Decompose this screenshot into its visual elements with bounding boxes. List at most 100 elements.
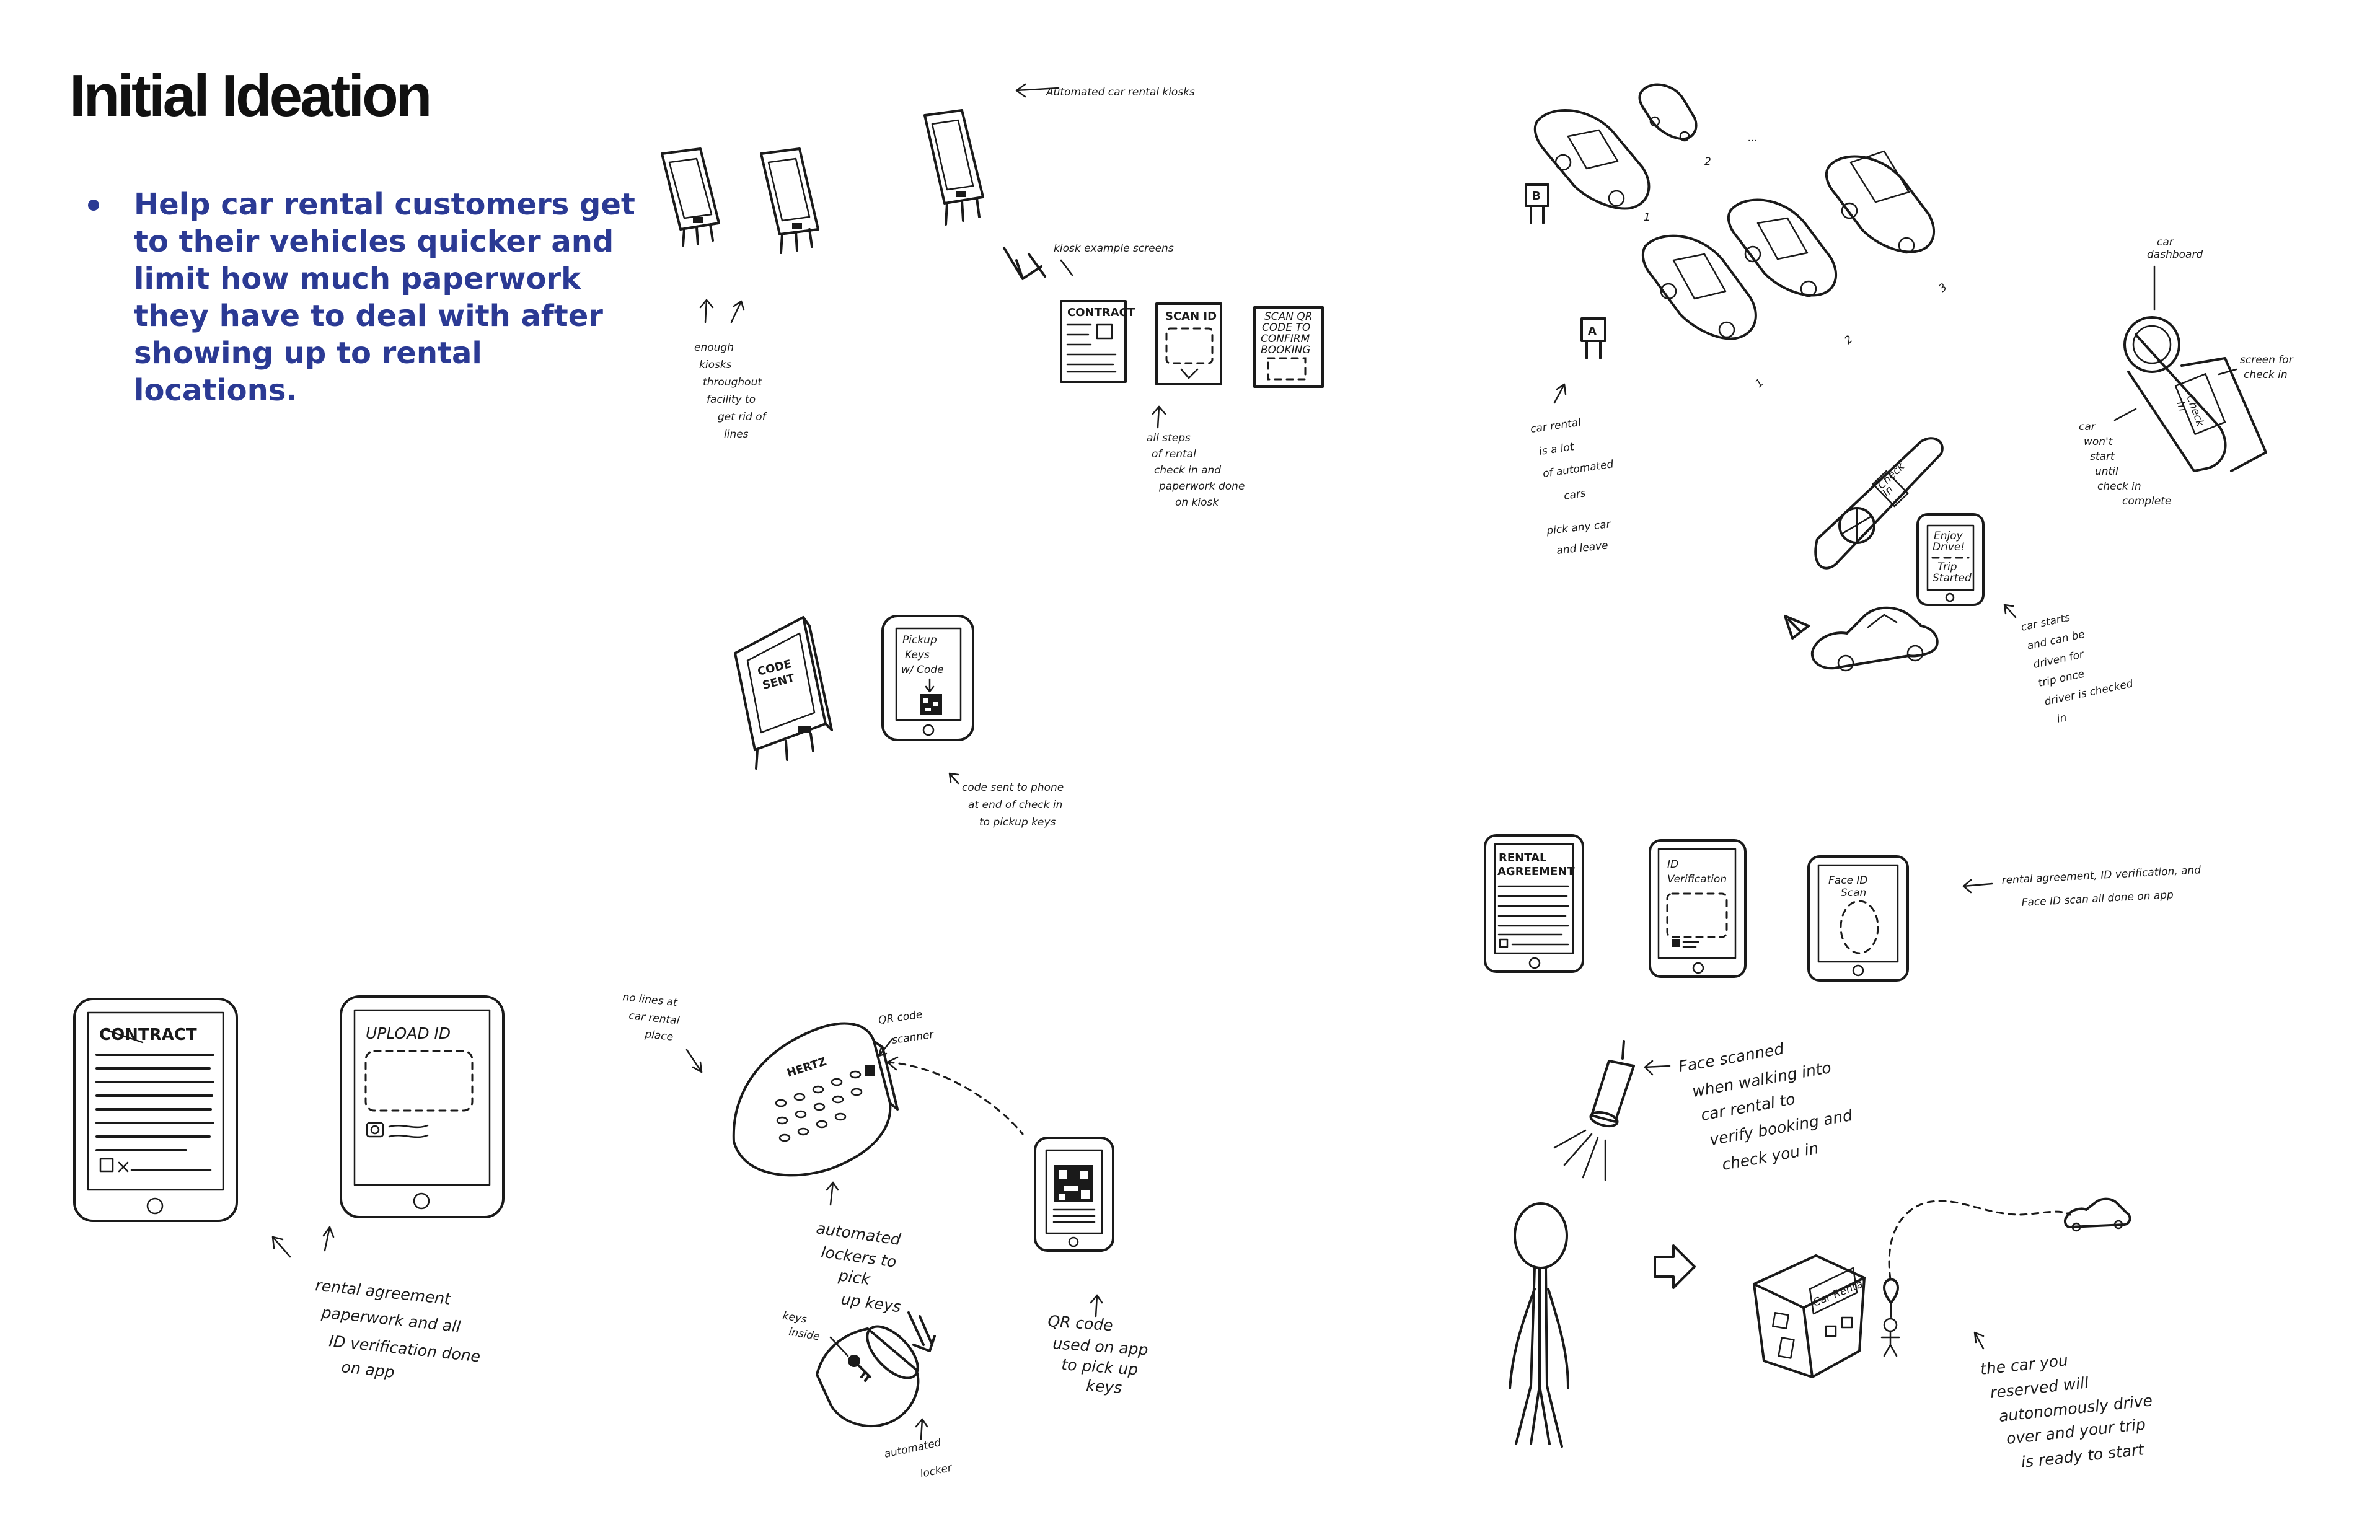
car-drawing <box>1641 234 1757 340</box>
location-pin-icon <box>1883 1278 1899 1318</box>
page-title: Initial Ideation <box>69 63 432 129</box>
svg-text:start: start <box>2090 451 2115 463</box>
svg-text:CONTRACT: CONTRACT <box>99 1026 197 1044</box>
car-drawing <box>1533 108 1651 210</box>
svg-text:car starts: car starts <box>2020 612 2071 634</box>
svg-text:lines: lines <box>724 428 749 441</box>
svg-text:SCAN QR: SCAN QR <box>1264 310 1313 323</box>
svg-text:up keys: up keys <box>840 1290 902 1316</box>
svg-text:the car you: the car you <box>1980 1351 2069 1378</box>
svg-text:SCAN ID: SCAN ID <box>1165 310 1217 323</box>
car-drawing <box>2064 1197 2131 1232</box>
svg-text:is ready to start: is ready to start <box>2021 1440 2146 1471</box>
car-drawing <box>1727 198 1837 297</box>
stick-figure-drawing <box>1880 1318 1900 1357</box>
lockers-note: automated lockers to pick up keys <box>815 1219 902 1316</box>
svg-text:ID: ID <box>1667 858 1678 871</box>
kiosk-drawing <box>760 147 819 254</box>
kiosk-screen-contract: CONTRACT <box>1060 300 1135 383</box>
qr-app-note: QR code used on app to pick up keys <box>1047 1312 1149 1397</box>
svg-text:scanner: scanner <box>891 1029 935 1047</box>
svg-text:Drive!: Drive! <box>1933 541 1965 553</box>
svg-text:2: 2 <box>1842 333 1855 347</box>
svg-text:all steps: all steps <box>1147 432 1191 444</box>
upload-note: rental agreement paperwork and all ID ve… <box>314 1276 481 1381</box>
car-starts-note: car starts and can be driven for trip on… <box>2020 612 2135 726</box>
svg-text:trip once: trip once <box>2037 668 2086 690</box>
wont-start-note: car won't start until check in complete <box>2079 408 2171 508</box>
svg-text:Started: Started <box>1933 572 1972 584</box>
tablet-rental-agreement: RENTAL AGREEMENT <box>1484 834 1584 973</box>
svg-text:AGREEMENT: AGREEMENT <box>1497 865 1575 878</box>
svg-text:keys: keys <box>782 1309 808 1326</box>
svg-text:Car Rental: Car Rental <box>1811 1277 1867 1309</box>
svg-text:3: 3 <box>1936 281 1949 295</box>
car-rental-building: Car Rental <box>1753 1254 1867 1378</box>
svg-text:CONFIRM: CONFIRM <box>1261 333 1310 345</box>
svg-text:at end of check in: at end of check in <box>968 799 1062 811</box>
svg-text:rental agreement: rental agreement <box>314 1276 452 1308</box>
phone-drawing: Pickup Keys w/ Code <box>881 615 974 741</box>
no-lines-note: no lines at car rental place <box>622 991 703 1073</box>
svg-text:QR code: QR code <box>878 1008 923 1027</box>
svg-text:CONTRACT: CONTRACT <box>1067 306 1135 319</box>
svg-text:of rental: of rental <box>1152 448 1196 460</box>
svg-text:reserved will: reserved will <box>1990 1373 2090 1402</box>
tablet-face-id: Face ID Scan <box>1807 855 1909 982</box>
kiosk-drawing <box>923 109 984 226</box>
person-drawing <box>1509 1202 1569 1448</box>
code-sketch-group: CODE SENT Pickup Keys w/ Code code sent … <box>734 615 1064 829</box>
svg-text:2: 2 <box>1704 156 1711 168</box>
autonomous-sketch-group: B A 1 2 1 2 3 ... car rental is a lot of… <box>1525 83 2294 726</box>
svg-text:won't: won't <box>2084 436 2113 448</box>
svg-text:on kiosk: on kiosk <box>1175 496 1219 509</box>
app-screens-note: rental agreement, ID verification, and F… <box>2001 864 2201 909</box>
svg-text:enough: enough <box>694 341 734 354</box>
svg-text:Keys: Keys <box>905 649 930 661</box>
svg-text:facility to: facility to <box>707 394 756 406</box>
car-interior-drawing: Check In <box>1814 437 1944 570</box>
svg-text:Check: Check <box>1875 460 1908 492</box>
dashboard-screen-note: screen for check in <box>2218 354 2294 381</box>
svg-text:Face ID scan all done on app: Face ID scan all done on app <box>2021 889 2174 909</box>
svg-text:automated: automated <box>883 1437 942 1461</box>
car-drawing <box>1825 150 1935 254</box>
svg-text:1: 1 <box>1644 211 1651 224</box>
svg-text:UPLOAD ID: UPLOAD ID <box>366 1024 451 1042</box>
svg-text:RENTAL: RENTAL <box>1499 851 1547 865</box>
svg-text:car: car <box>2157 236 2174 249</box>
svg-text:driven for: driven for <box>2032 648 2086 671</box>
svg-text:...: ... <box>1748 132 1758 144</box>
svg-text:place: place <box>643 1028 674 1044</box>
svg-text:paperwork done: paperwork done <box>1158 480 1245 493</box>
svg-text:dashboard: dashboard <box>2147 249 2203 261</box>
summary-bullet: Help car rental customers get to their v… <box>88 186 654 409</box>
car-drawing <box>1810 606 1939 672</box>
svg-text:Trip: Trip <box>1937 561 1957 573</box>
svg-text:cars: cars <box>1563 487 1587 503</box>
upload-sketch-group: CONTRACT UPLOAD ID rental agreement pape… <box>73 995 505 1381</box>
svg-text:rental agreement, ID verificat: rental agreement, ID verification, and <box>2001 864 2201 887</box>
svg-text:In: In <box>2174 400 2188 413</box>
kiosk-note-screens: kiosk example screens <box>1054 242 1174 255</box>
kiosk-note-title: Automated car rental kiosks <box>1046 86 1195 99</box>
svg-text:check in and: check in and <box>1154 464 1221 477</box>
svg-text:to pickup keys: to pickup keys <box>979 816 1056 829</box>
phone-drawing: Enjoy Drive! Trip Started <box>1916 513 1985 606</box>
svg-text:paperwork and all: paperwork and all <box>320 1303 461 1336</box>
svg-text:Check: Check <box>2184 394 2206 429</box>
svg-text:Face ID: Face ID <box>1828 874 1868 887</box>
svg-text:and leave: and leave <box>1556 539 1608 557</box>
svg-text:Verification: Verification <box>1667 873 1727 886</box>
lockers-sketch-group: no lines at car rental place HERTZ QR co… <box>622 991 1148 1481</box>
svg-text:w/ Code: w/ Code <box>901 664 944 676</box>
tablet-id-verification: ID Verification <box>1649 839 1747 978</box>
svg-text:Enjoy: Enjoy <box>1934 530 1963 542</box>
svg-text:Scan: Scan <box>1841 887 1866 899</box>
dashboard-drawing: Check In <box>2123 316 2267 472</box>
phone-drawing <box>1034 1137 1114 1252</box>
svg-text:car rental: car rental <box>628 1010 680 1027</box>
svg-text:of automated: of automated <box>1542 458 1615 480</box>
svg-text:HERTZ: HERTZ <box>785 1055 828 1080</box>
